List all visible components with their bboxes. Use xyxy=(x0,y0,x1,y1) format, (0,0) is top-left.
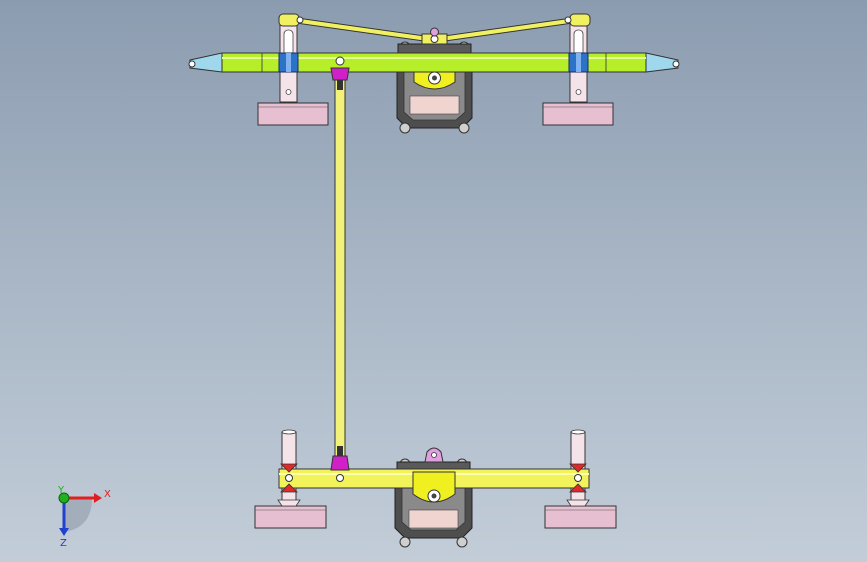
upper-tie-rod-bracket[interactable] xyxy=(330,56,350,90)
y-axis-marker xyxy=(58,492,70,504)
upper-left-link-rod[interactable] xyxy=(278,13,433,43)
upper-right-pad[interactable] xyxy=(542,102,614,126)
upper-right-clamp[interactable] xyxy=(568,52,589,73)
upper-left-pad[interactable] xyxy=(257,102,329,126)
x-axis-label: X xyxy=(104,489,111,500)
lower-right-pad[interactable] xyxy=(544,505,617,529)
lower-right-red-bracket[interactable] xyxy=(569,463,587,493)
orientation-triad[interactable]: X Y Z xyxy=(57,485,111,549)
lower-left-pad[interactable] xyxy=(254,505,327,529)
lower-gearbox-cover xyxy=(412,471,456,503)
z-axis-label: Z xyxy=(60,538,67,549)
y-axis-label: Y xyxy=(57,485,65,496)
upper-left-clamp[interactable] xyxy=(278,52,299,73)
upper-right-link-rod[interactable] xyxy=(436,13,591,43)
upper-link-pivot[interactable] xyxy=(421,27,448,45)
lower-gearbox-pivot[interactable] xyxy=(424,447,444,463)
lower-tie-rod-bracket[interactable] xyxy=(330,446,350,482)
lower-left-red-bracket[interactable] xyxy=(280,463,298,493)
central-tie-rod[interactable] xyxy=(334,77,346,467)
